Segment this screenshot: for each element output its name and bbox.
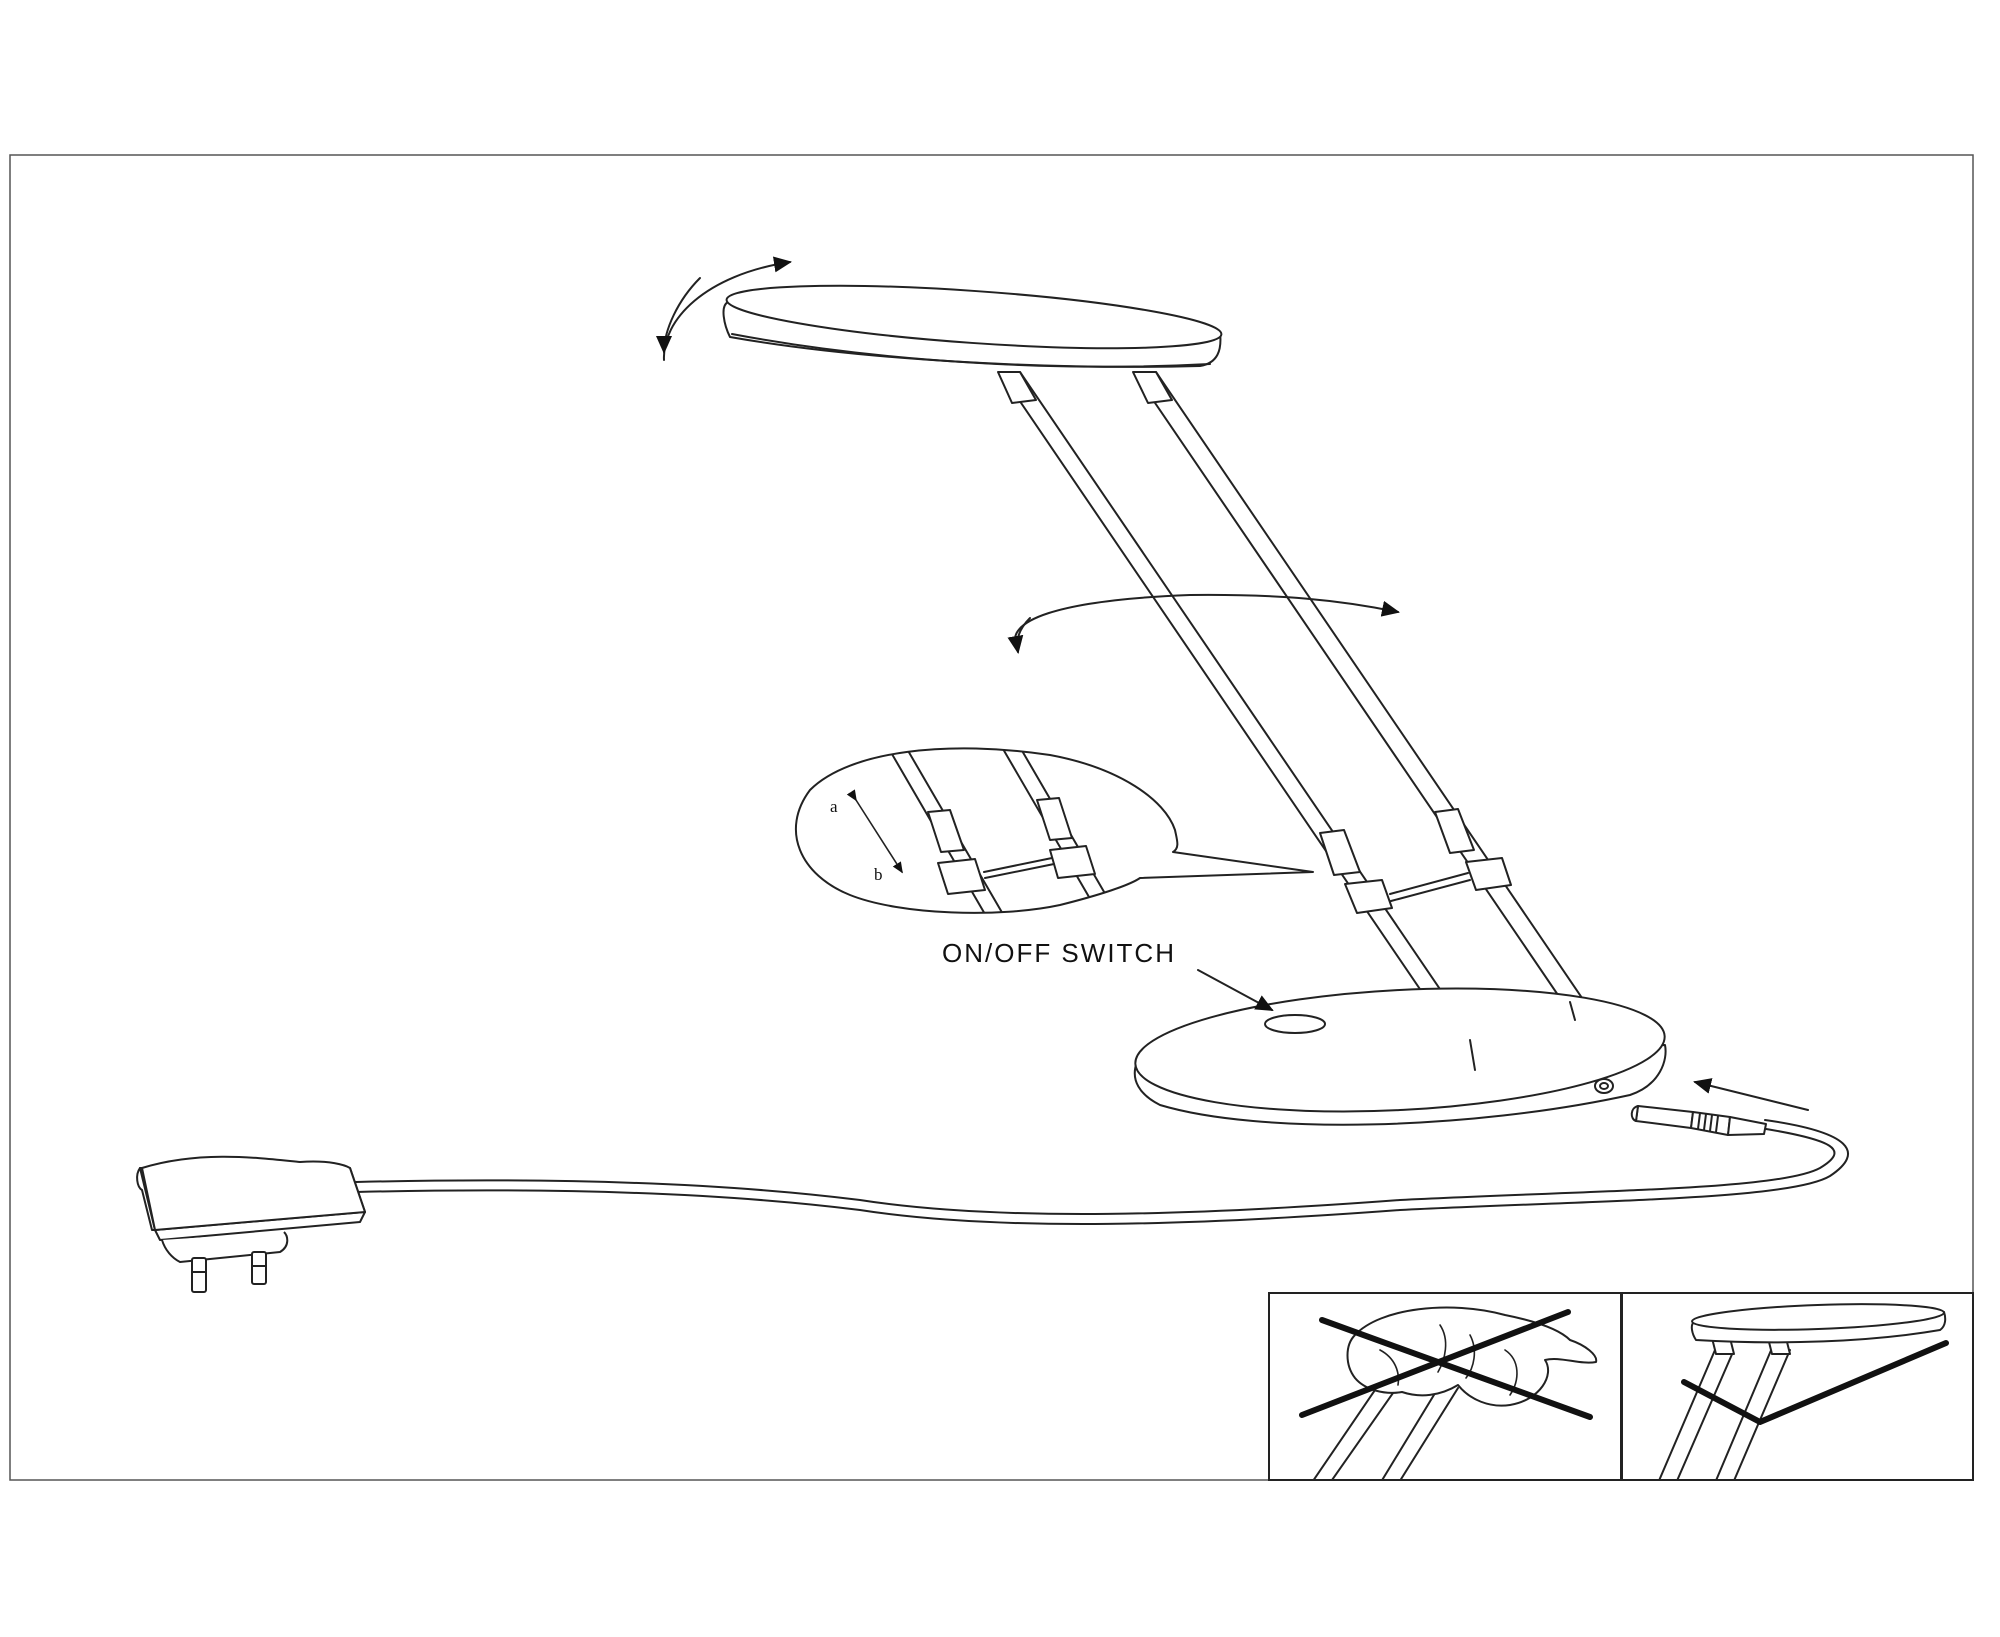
- cross-icon: [1299, 1309, 1593, 1420]
- height-adjust-callout: a b: [794, 747, 1314, 914]
- dc-plug: [1630, 1105, 1767, 1136]
- wrong-handling-illustration: [1312, 1306, 1598, 1480]
- head-rotation-arrow-icon: [656, 256, 792, 361]
- check-mark-icon: [1681, 1340, 1949, 1425]
- arm-rotation-arrow-icon: [1007, 593, 1400, 654]
- switch-pointer-arrow-icon: [1197, 969, 1274, 1011]
- power-adapter: [136, 1155, 366, 1293]
- power-cable: [355, 1119, 1849, 1225]
- handling-panels: [1268, 1292, 1974, 1481]
- position-a-label: a: [830, 797, 838, 816]
- height-adjust-arrow-icon: [846, 789, 903, 874]
- correct-handling-illustration: [1658, 1303, 1947, 1480]
- position-b-label: b: [874, 865, 883, 884]
- on-off-switch-button: [1264, 1014, 1326, 1034]
- on-off-switch-label: ON/OFF SWITCH: [942, 938, 1176, 968]
- diagram-frame: [9, 154, 1974, 1481]
- plug-in-arrow-icon: [1693, 1078, 1809, 1111]
- lamp-base: [1133, 987, 1667, 1126]
- lamp-head: [722, 284, 1223, 368]
